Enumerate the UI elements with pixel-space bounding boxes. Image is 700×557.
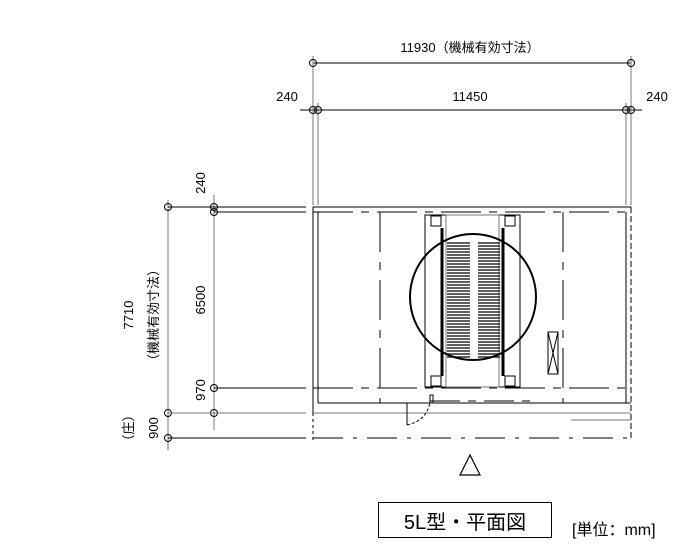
right-margin-label: 240 (646, 89, 668, 104)
building-outline (312, 206, 632, 440)
extension-lines (167, 56, 632, 450)
entrance-triangle (459, 453, 481, 476)
drawing-title: 5L型・平面図 (378, 502, 552, 538)
left-margin-label: 240 (276, 89, 298, 104)
bottom-margin-label: 970 (193, 379, 208, 401)
parking-machine (409, 214, 559, 402)
overall-width-label: 11930（機械有効寸法） (400, 40, 539, 55)
overall-depth-label: 7710 (121, 301, 136, 330)
door (406, 394, 434, 426)
inner-depth-label: 6500 (193, 286, 208, 315)
dimension-markers (164, 59, 635, 442)
unit-label: [単位：mm] (572, 522, 656, 539)
overall-depth-note: （機械有効寸法） (146, 263, 161, 367)
top-margin-label: 240 (193, 172, 208, 194)
inner-width-label: 11450 (452, 89, 487, 104)
pit-label: 900 (146, 417, 161, 439)
pit-note: （庄） (121, 408, 136, 447)
